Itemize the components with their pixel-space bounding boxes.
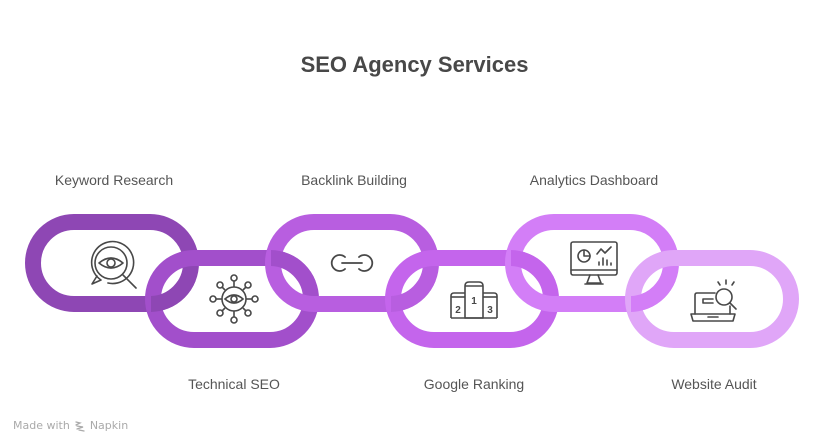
laptop-search-icon	[690, 279, 737, 322]
diagram-title: SEO Agency Services	[300, 52, 529, 77]
podium-number-1: 1	[471, 296, 477, 307]
label-keyword-research: Keyword Research	[54, 172, 174, 188]
label-backlink-building: Backlink Building	[301, 172, 407, 188]
label-technical-seo: Technical SEO	[188, 376, 280, 392]
monitor-analytics-icon	[570, 241, 618, 285]
label-analytics-dashboard: Analytics Dashboard	[529, 172, 659, 188]
napkin-logo-icon	[75, 420, 85, 432]
label-website-audit: Website Audit	[671, 376, 757, 392]
napkin-brand-text: Napkin	[89, 419, 129, 432]
made-with-napkin-footer[interactable]: Made with Napkin	[13, 419, 128, 432]
podium-icon	[450, 281, 498, 319]
label-google-ranking: Google Ranking	[423, 376, 525, 392]
eye-search-icon	[90, 240, 137, 289]
eye-network-icon	[209, 274, 259, 324]
podium-number-2: 2	[455, 305, 461, 316]
made-with-text: Made with	[13, 419, 70, 432]
link-icon	[330, 254, 374, 272]
podium-number-3: 3	[487, 305, 493, 316]
